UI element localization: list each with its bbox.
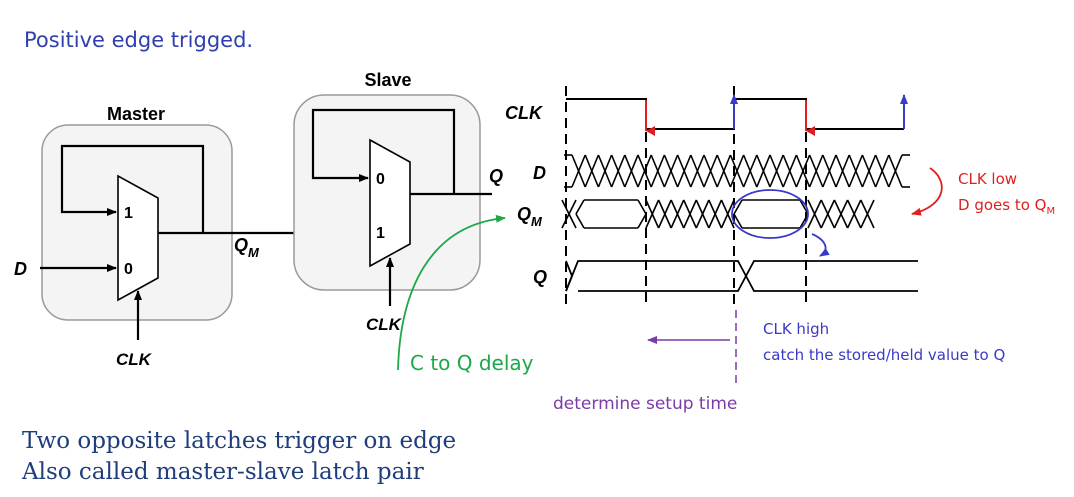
waveform-segment [575, 199, 585, 215]
slave-mux-in-1: 1 [376, 225, 385, 242]
c-to-q-arrow [397, 214, 506, 371]
waveform-segment [571, 154, 586, 188]
waveform-segment [716, 154, 732, 188]
waveform-segment [861, 154, 877, 188]
slave-mux [369, 138, 411, 268]
footer-line-1: Two opposite latches trigger on edge [22, 428, 457, 454]
master-feedback-wire [60, 144, 205, 233]
master-clk-label: CLK [116, 350, 153, 369]
waveform-segment [820, 199, 836, 229]
waveform-segment [650, 154, 666, 188]
waveform-segment [799, 213, 809, 229]
waveform-segment [657, 199, 672, 229]
slave-title: Slave [364, 70, 411, 90]
timing-qm-label: QM [517, 204, 543, 229]
d-waveform [564, 154, 910, 188]
footer-line-2: Also called master-slave latch pair [22, 459, 424, 485]
waveform-segment [690, 154, 705, 188]
waveform-segment [733, 213, 743, 229]
waveform-segment [795, 154, 811, 188]
master-mux-in-1: 1 [124, 205, 133, 222]
clk-low-line1: CLK low [958, 170, 1017, 188]
waveform-segment [835, 154, 850, 188]
clk-low-line2: D goes to QM [958, 196, 1055, 217]
waveform-segment [822, 154, 837, 188]
waveform-segment [703, 154, 718, 188]
waveform-segment [597, 154, 613, 188]
q-output-label: Q [489, 166, 503, 186]
waveform-segment [637, 213, 647, 229]
waveform-segment [860, 199, 875, 229]
waveform-segment [742, 154, 758, 188]
page-heading: Positive edge trigged. [24, 28, 254, 52]
waveform-segment [561, 199, 577, 229]
waveform-segment [676, 154, 692, 188]
waveform-segment [624, 154, 639, 188]
timing-clk-label: CLK [505, 103, 544, 123]
waveform-segment [848, 154, 864, 188]
waveform-segment [610, 154, 626, 188]
held-value-highlight [731, 189, 809, 239]
waveform-segment [833, 199, 849, 229]
held-value-arrow [811, 233, 830, 257]
slave-feedback-wire [311, 108, 456, 194]
waveform-segment [695, 199, 710, 229]
master-title: Master [107, 104, 165, 124]
qm-waveform [561, 199, 875, 229]
waveform-segment [729, 154, 745, 188]
slave-latch: Slave 0 1 Q CLK [293, 70, 503, 334]
waveform-segment [663, 154, 679, 188]
slave-mux-in-0: 0 [376, 171, 385, 188]
waveform-segment [756, 154, 771, 188]
c-to-q-label: C to Q delay [410, 351, 534, 375]
waveform-segment [769, 154, 784, 188]
waveform-segment [720, 199, 735, 229]
waveform-segment [637, 154, 652, 188]
waveform-segment [670, 199, 685, 229]
waveform-segment [874, 154, 890, 188]
waveform-segment [584, 154, 600, 188]
qm-label: QM [234, 235, 260, 260]
setup-time-label: determine setup time [553, 394, 737, 414]
master-mux [117, 174, 159, 302]
clk-low-arrow [911, 167, 943, 216]
waveform-segment [708, 199, 723, 229]
master-latch: Master 1 0 D CLK [14, 104, 233, 369]
master-mux-in-0: 0 [124, 261, 133, 278]
slave-clk-label: CLK [366, 315, 403, 334]
clk-high-line1: CLK high [763, 320, 829, 338]
timing-q-label: Q [533, 267, 547, 287]
timing-d-label: D [533, 163, 546, 183]
waveform-segment [575, 213, 585, 229]
waveform-segment [645, 199, 660, 229]
waveform-segment [782, 154, 798, 188]
waveform-segment [846, 199, 862, 229]
clk-high-line2: catch the stored/held value to Q [763, 346, 1005, 364]
waveform-segment [807, 199, 822, 229]
waveform-segment [637, 199, 647, 215]
d-input-label: D [14, 259, 27, 279]
q-waveform [565, 260, 918, 292]
waveform-segment [799, 199, 809, 215]
waveform-segment [808, 154, 824, 188]
waveform-segment [888, 154, 903, 188]
waveform-segment [733, 199, 743, 215]
waveform-segment [682, 199, 698, 229]
timing-diagram: CLK D QM Q [505, 86, 918, 308]
